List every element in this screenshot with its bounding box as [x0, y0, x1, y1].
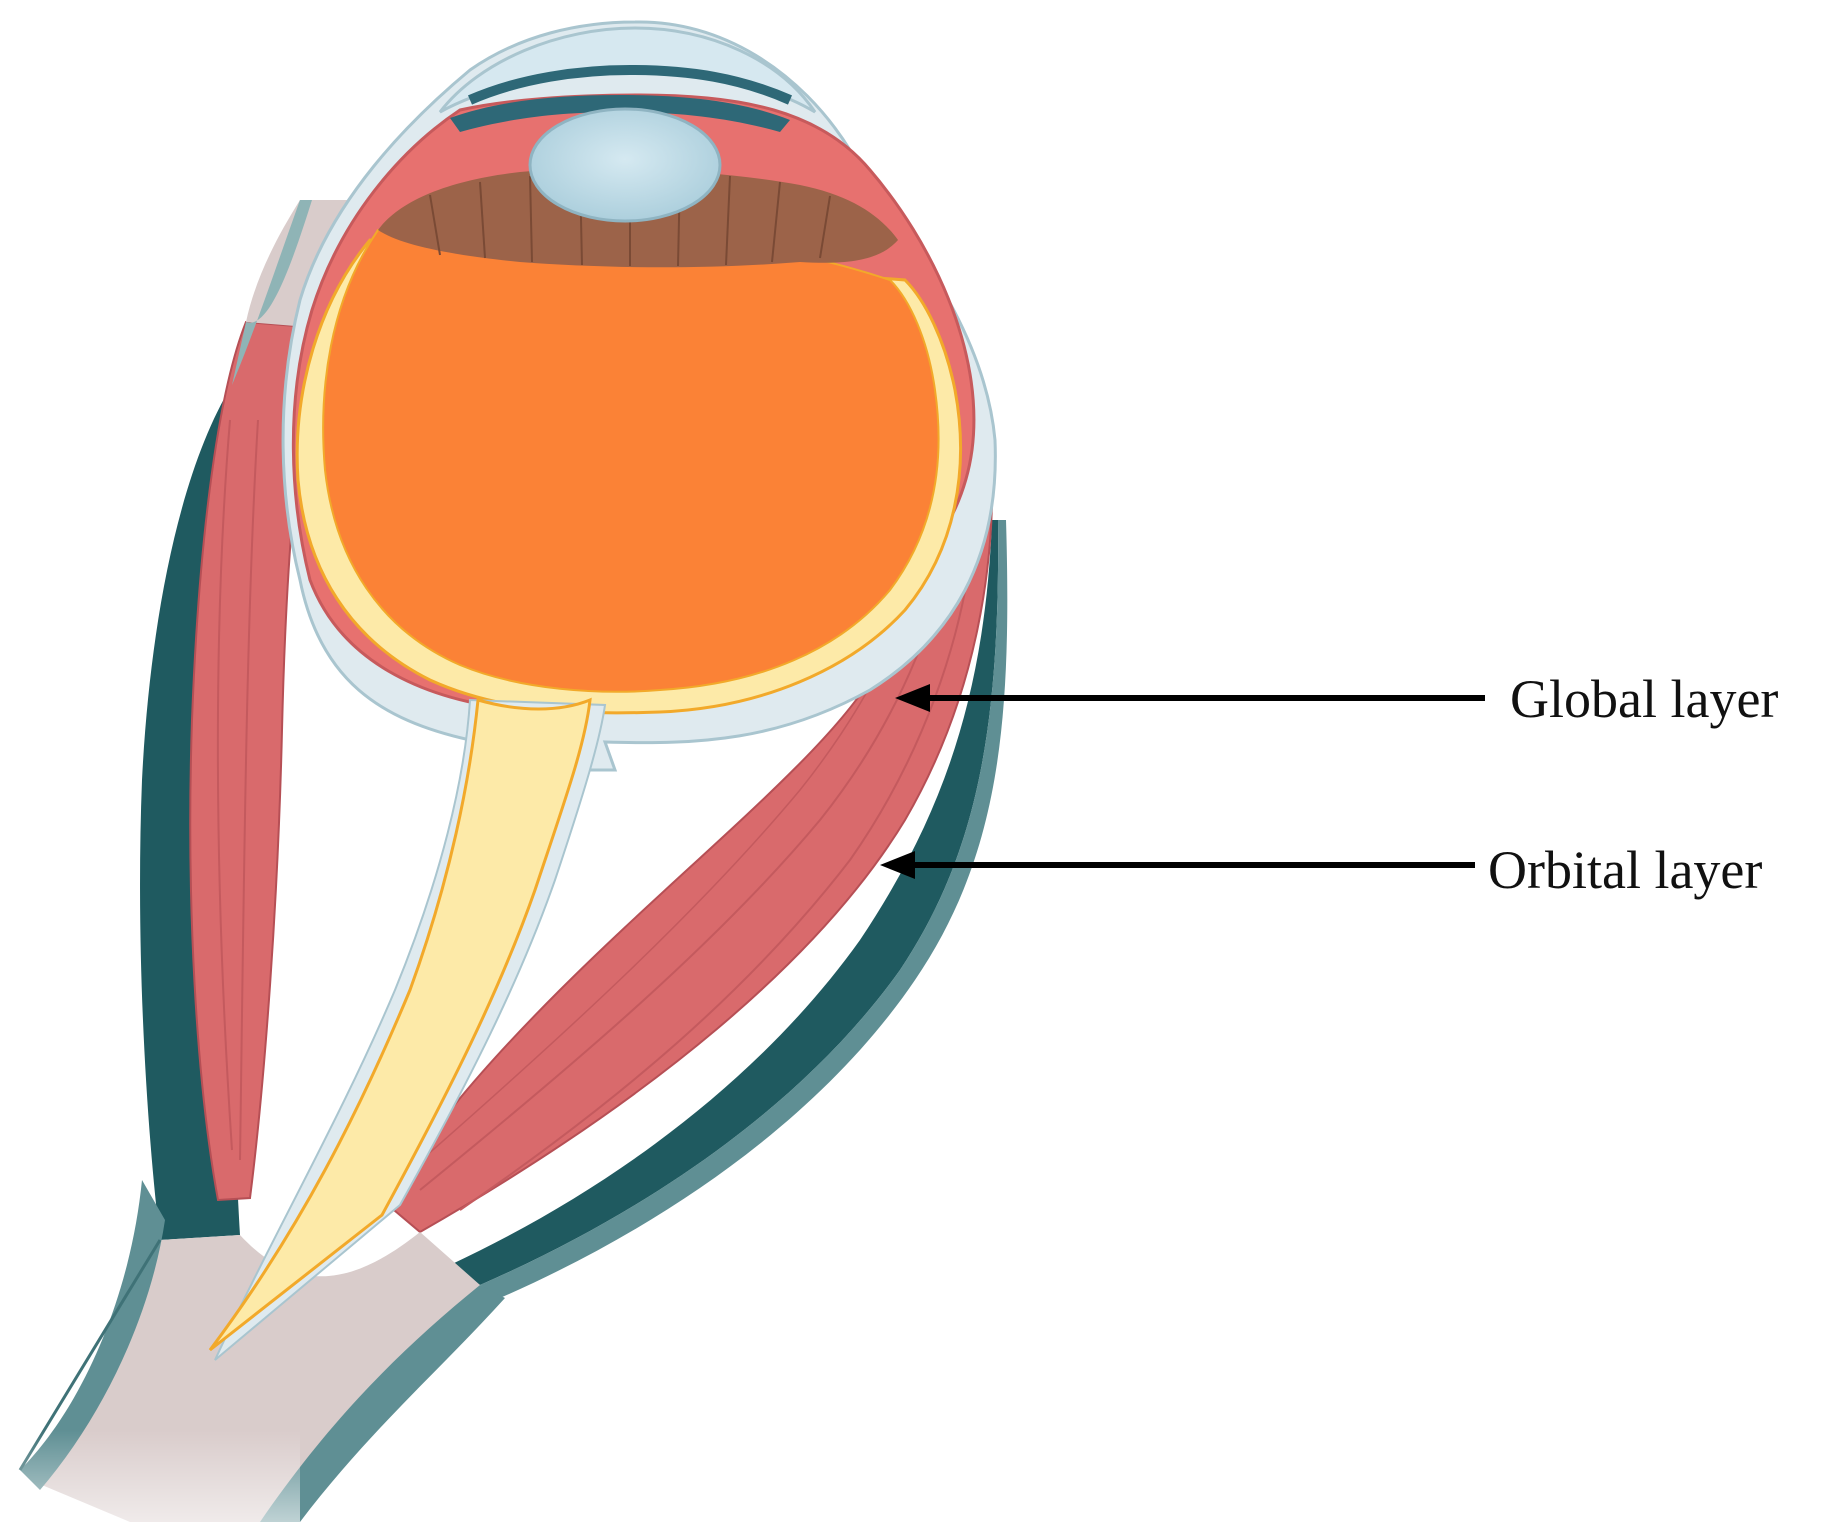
global-layer-arrow [895, 684, 1485, 712]
global-layer-label: Global layer [1510, 669, 1779, 729]
iris [450, 95, 790, 132]
right-orbital-layer [450, 520, 999, 1285]
eyeball [281, 20, 997, 772]
optic-nerve [208, 697, 607, 1361]
orbital-layer-arrow [880, 851, 1475, 879]
optic-nerve-core [208, 697, 592, 1352]
left-rectus-muscle [140, 200, 372, 1240]
vitreous-body [322, 226, 940, 693]
orbital-layer-label: Orbital layer [1488, 840, 1763, 900]
lens [528, 107, 722, 223]
